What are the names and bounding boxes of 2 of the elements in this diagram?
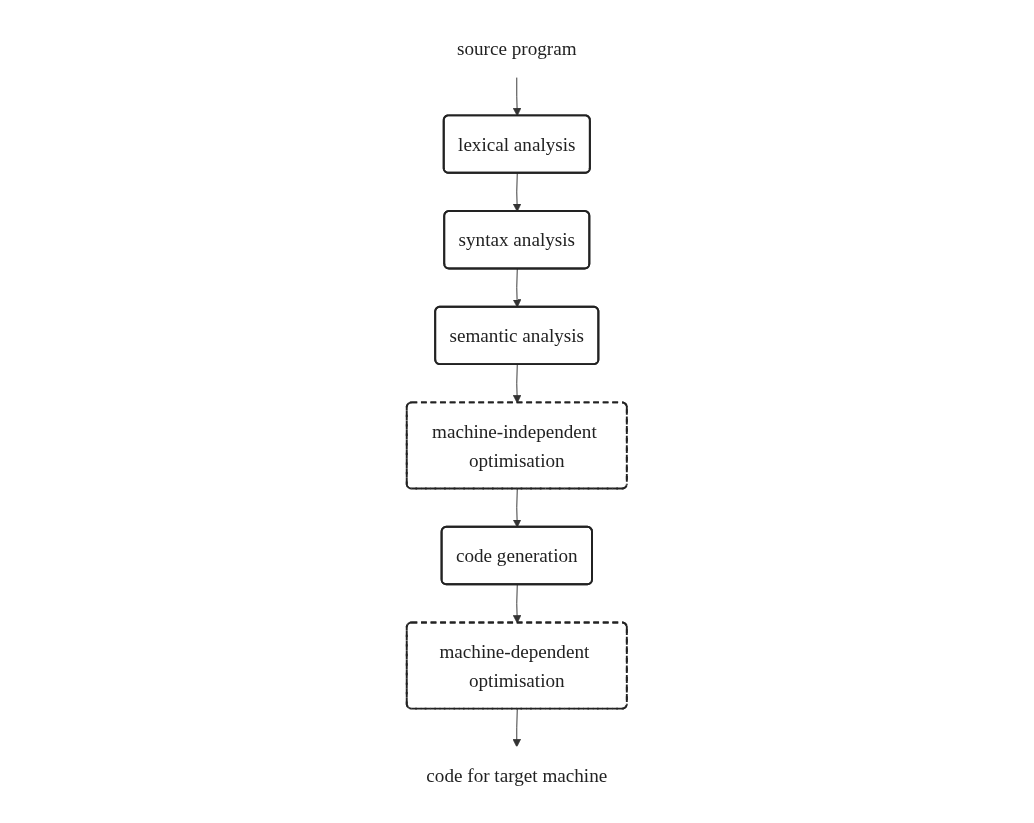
node-text: code for target machine — [426, 764, 608, 786]
node-text: source program — [457, 37, 577, 59]
